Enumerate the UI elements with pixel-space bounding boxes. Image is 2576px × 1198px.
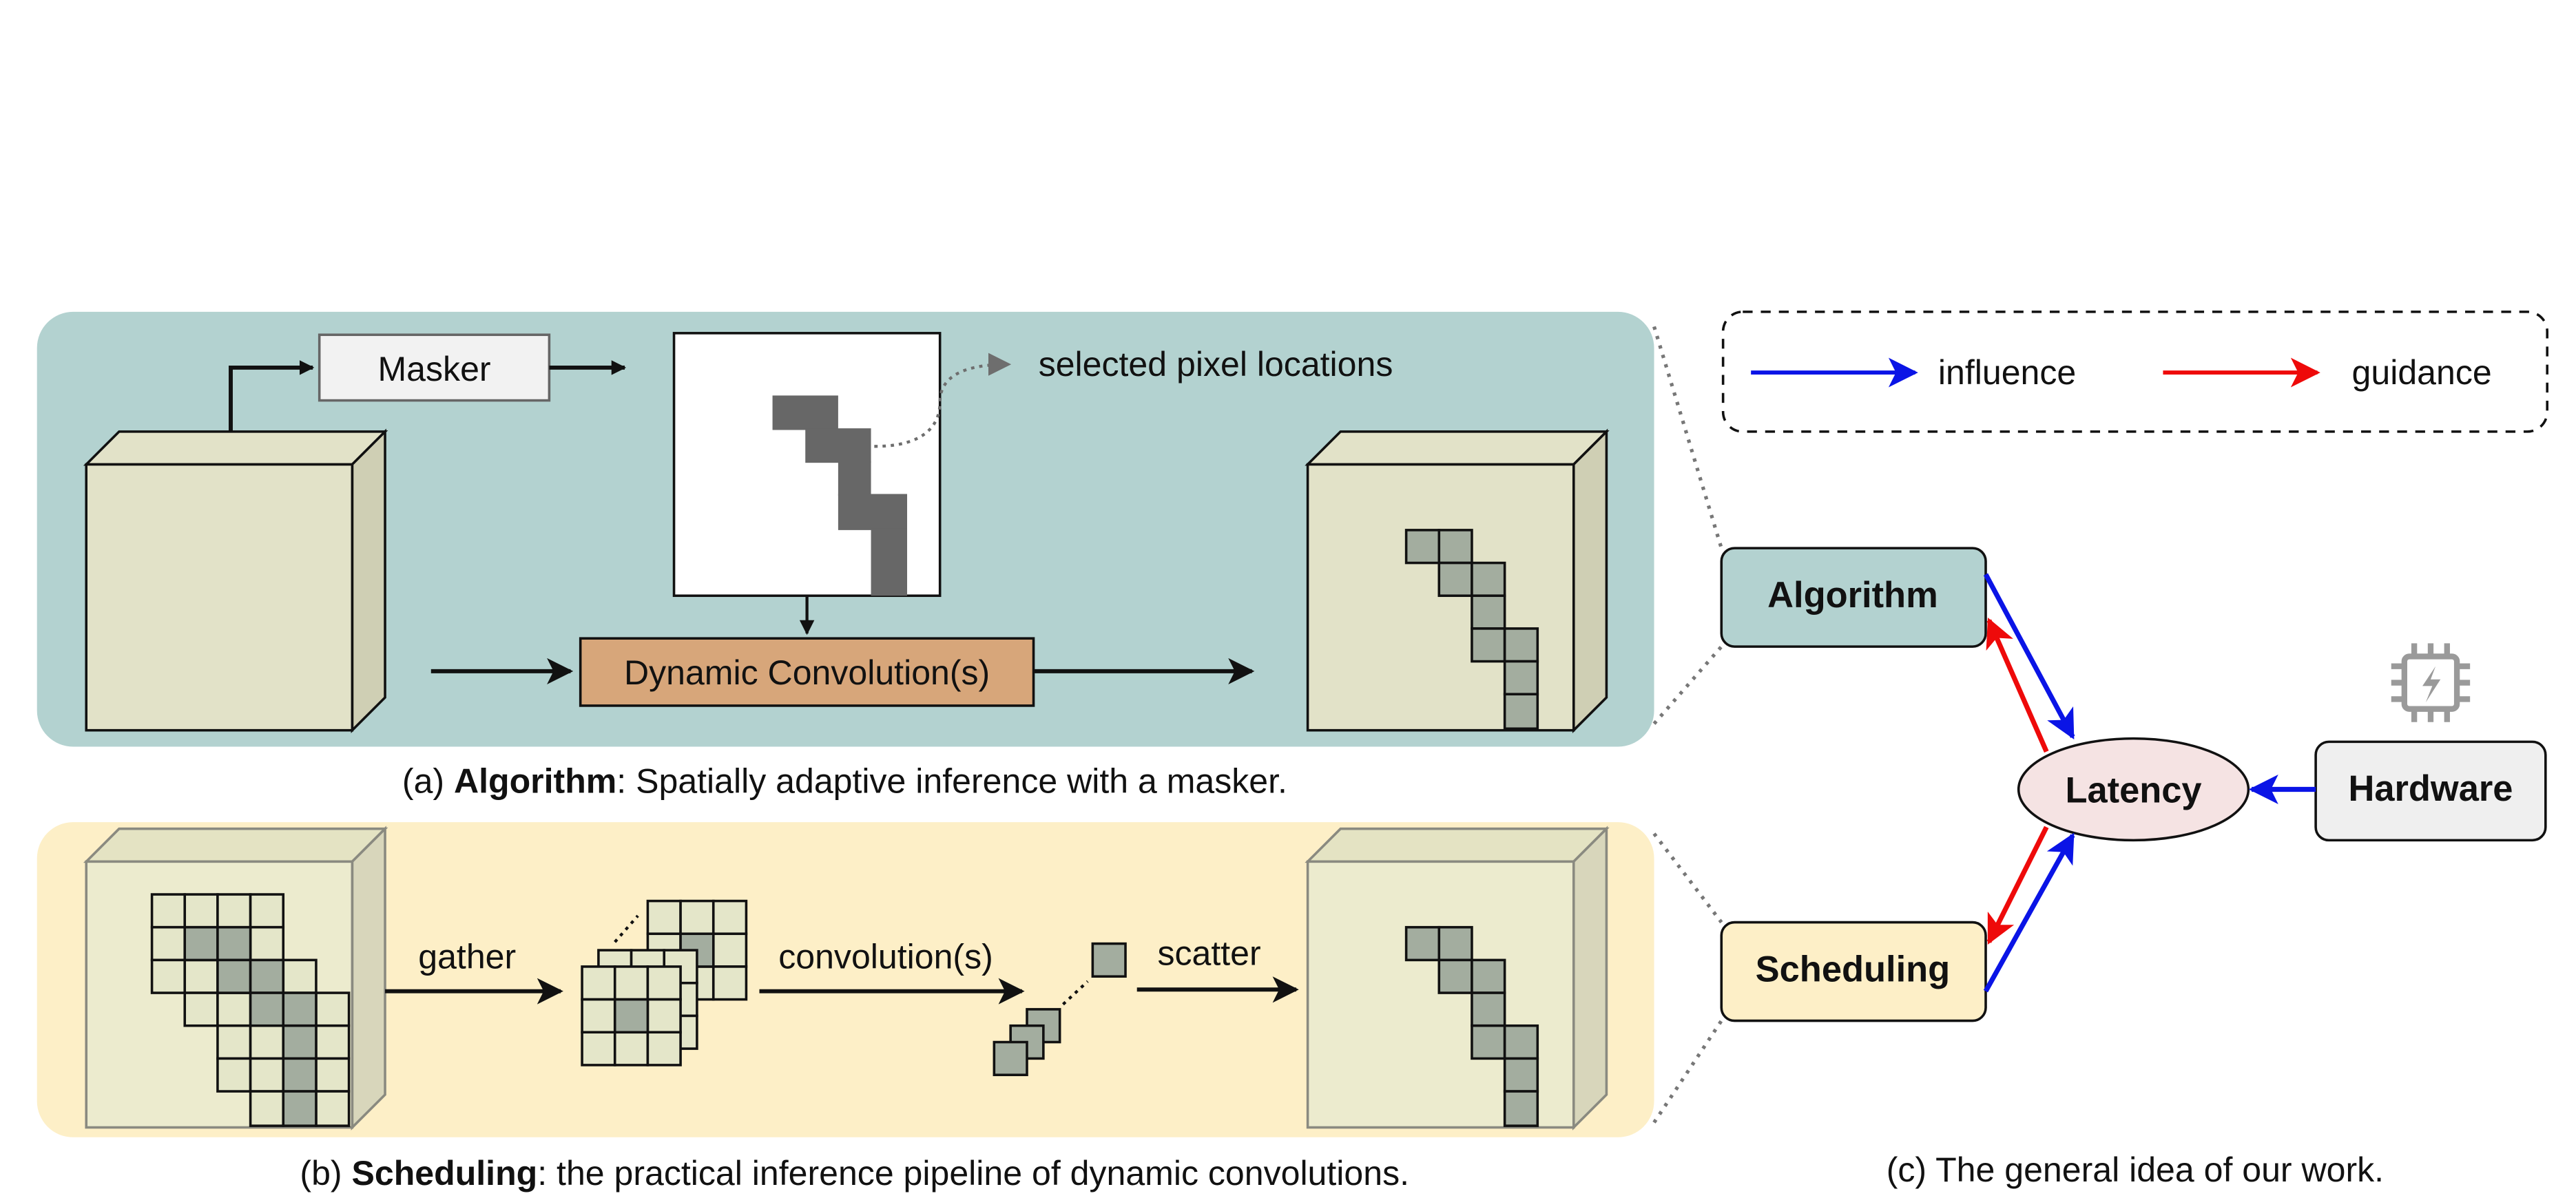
legend-box bbox=[1721, 311, 2548, 433]
convolution-label: convolution(s) bbox=[778, 937, 993, 976]
panel-general-idea: influence guidance Algorithm Scheduling … bbox=[1652, 311, 2548, 1189]
input-cube-grid bbox=[150, 893, 351, 1127]
panel-algorithm: Masker selected pixel locations Dynamic … bbox=[37, 311, 1654, 800]
dynamic-convolution-box bbox=[579, 637, 1035, 707]
output-feature-cube bbox=[1305, 428, 1610, 734]
dynamic-convolution-label: Dynamic Convolution(s) bbox=[624, 653, 990, 692]
connector-b-top bbox=[1652, 832, 1723, 924]
scatter-label: scatter bbox=[1157, 934, 1260, 973]
connector-b-bottom bbox=[1652, 1020, 1723, 1124]
caption-b: (b) Scheduling: the practical inference … bbox=[300, 1154, 1409, 1192]
output-cube-scatter bbox=[1305, 826, 1610, 1131]
algorithm-influence-arrow bbox=[1983, 573, 2075, 740]
caption-a: (a) Algorithm: Spatially adaptive infere… bbox=[402, 761, 1287, 800]
scheduling-node-label: Scheduling bbox=[1756, 949, 1951, 989]
masker-input-arrow bbox=[229, 360, 315, 432]
latency-node-label: Latency bbox=[2065, 771, 2201, 811]
latency-node bbox=[2017, 737, 2250, 842]
selected-pointer bbox=[874, 353, 1012, 448]
gather-label: gather bbox=[418, 937, 516, 976]
legend-guidance-label: guidance bbox=[2352, 353, 2492, 392]
panel-b-background bbox=[37, 822, 1654, 1137]
gathered-patches bbox=[581, 899, 748, 1066]
pixel-dots bbox=[1061, 980, 1089, 1006]
algorithm-node-label: Algorithm bbox=[1767, 576, 1938, 616]
scheduling-node bbox=[1720, 921, 1987, 1022]
caption-c: (c) The general idea of our work. bbox=[1887, 1150, 2384, 1189]
connector-a-bottom bbox=[1652, 645, 1723, 725]
masker-label: Masker bbox=[378, 350, 491, 388]
mask-selected-pixels bbox=[772, 395, 908, 596]
hardware-node-label: Hardware bbox=[2348, 769, 2513, 809]
connector-a-top bbox=[1652, 326, 1723, 549]
computed-pixels bbox=[993, 942, 1127, 1077]
input-feature-cube bbox=[83, 428, 388, 734]
patch-front bbox=[581, 965, 682, 1066]
scheduling-influence-arrow bbox=[1983, 832, 2075, 993]
algorithm-guidance-arrow bbox=[1986, 618, 2049, 753]
algorithm-node bbox=[1720, 547, 1987, 648]
legend-influence-label: influence bbox=[1938, 353, 2076, 392]
scheduling-guidance-arrow bbox=[1986, 826, 2049, 945]
chip-icon bbox=[2391, 643, 2471, 722]
panel-scheduling: gather convolution( bbox=[37, 822, 1654, 1192]
selected-pixel-label: selected pixel locations bbox=[1039, 345, 1393, 383]
patch-stack-dots bbox=[614, 914, 639, 943]
